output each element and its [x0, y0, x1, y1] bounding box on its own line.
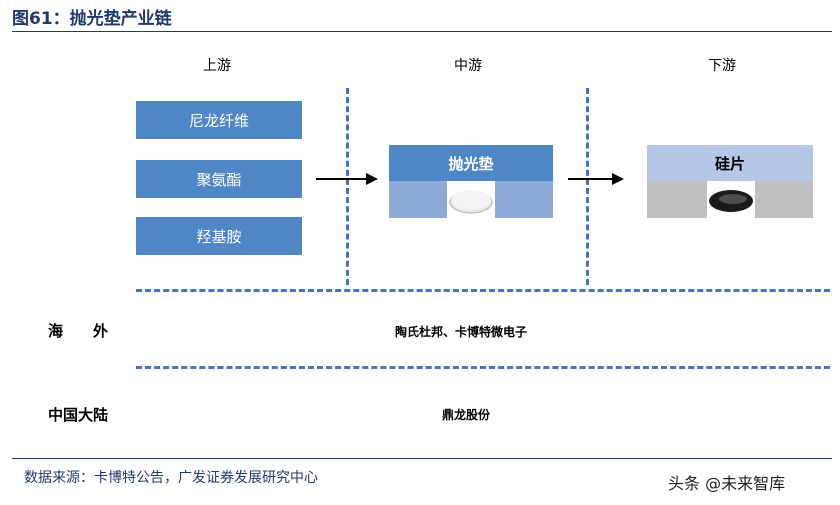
upstream-header: 上游	[203, 58, 231, 74]
wafer-photo	[707, 181, 755, 218]
downstream-product-box: 硅片	[647, 145, 813, 181]
polishing-pad-photo	[447, 181, 495, 218]
overseas-companies: 陶氏杜邦、卡博特微电子	[395, 325, 528, 339]
upstream-material-label: 聚氨酯	[196, 170, 242, 189]
title-rule	[12, 31, 832, 32]
midstream-header: 中游	[454, 58, 482, 74]
region-label-overseas: 海 外	[48, 322, 109, 340]
silicon-wafer-icon	[709, 190, 753, 212]
downstream-header: 下游	[708, 58, 736, 74]
downstream-image-frame	[647, 181, 813, 218]
upstream-material-label: 尼龙纤维	[188, 111, 249, 130]
midstream-product-label: 抛光垫	[448, 154, 494, 173]
figure-title: 图61：抛光垫产业链	[12, 9, 172, 29]
flow-arrow-head-icon	[612, 173, 624, 185]
watermark: 头条 @未来智库	[668, 474, 786, 493]
stage-divider	[586, 88, 589, 285]
upstream-material-box: 聚氨酯	[136, 160, 302, 198]
flow-arrow-shaft	[316, 178, 368, 180]
polishing-pad-icon	[449, 190, 493, 214]
row-divider	[136, 289, 830, 292]
stage-divider	[346, 88, 349, 285]
downstream-product-label: 硅片	[714, 154, 745, 173]
upstream-material-box: 尼龙纤维	[136, 101, 302, 139]
upstream-material-box: 羟基胺	[136, 217, 302, 255]
row-divider	[136, 366, 830, 369]
flow-arrow-shaft	[568, 178, 614, 180]
data-source-note: 数据来源：卡博特公告，广发证券发展研究中心	[24, 470, 318, 486]
upstream-material-label: 羟基胺	[196, 227, 242, 246]
mainland-companies: 鼎龙股份	[442, 408, 491, 422]
region-label-mainland-china: 中国大陆	[48, 406, 109, 424]
midstream-image-frame	[389, 181, 553, 218]
midstream-product-box: 抛光垫	[389, 145, 553, 181]
flow-arrow-head-icon	[366, 173, 378, 185]
footer-rule	[12, 458, 832, 459]
